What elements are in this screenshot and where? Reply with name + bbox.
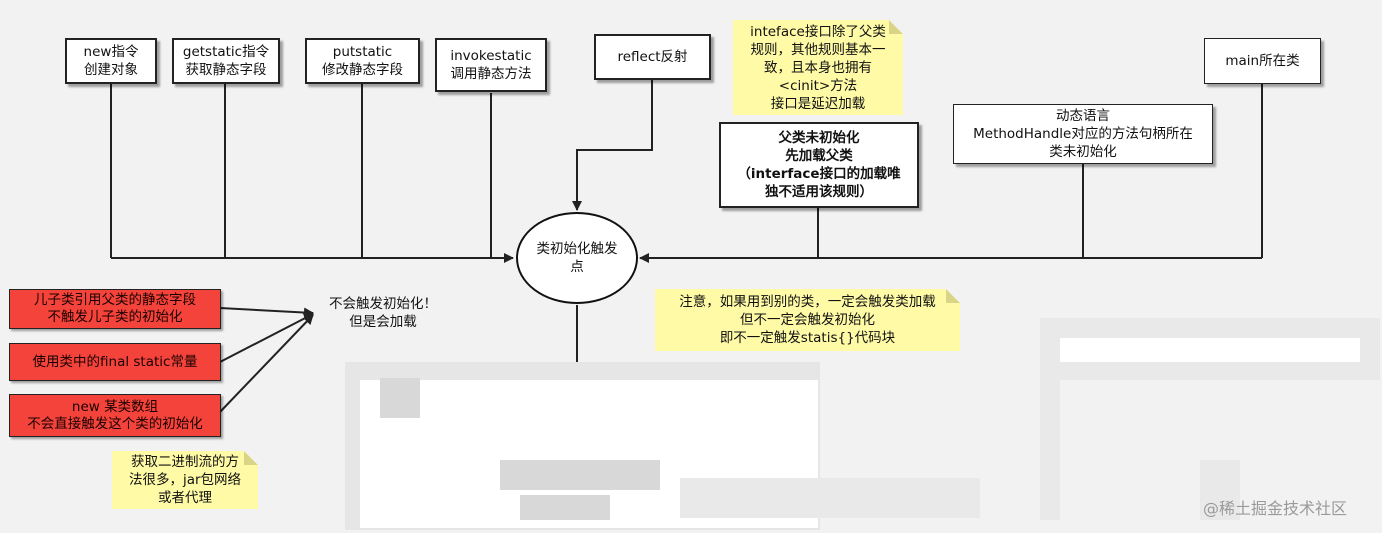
no-init-case-array: new 某类数组 不会直接触发这个类的初始化	[9, 394, 221, 437]
putstatic-node: putstatic 修改静态字段	[305, 38, 420, 84]
new-instruction-node: new指令 创建对象	[65, 38, 157, 84]
invokestatic-node: invokestatic 调用静态方法	[435, 38, 547, 92]
reflect-node: reflect反射	[594, 34, 711, 80]
interface-note: inteface接口除了父类 规则，其他规则基本一 致，且本身也拥有 <cini…	[733, 20, 903, 115]
parent-class-node: 父类未初始化 先加载父类 （interface接口的加载唯 独不适用该规则）	[719, 122, 919, 208]
method-handle-node: 动态语言 MethodHandle对应的方法句柄所在 类未初始化	[953, 104, 1213, 164]
main-class-node: main所在类	[1204, 38, 1321, 84]
class-init-trigger-node: 类初始化触发 点	[516, 212, 638, 304]
binary-stream-note: 获取二进制流的方 法很多，jar包网络 或者代理	[112, 451, 258, 509]
getstatic-node: getstatic指令 获取静态字段	[172, 38, 280, 84]
attention-note: 注意，如果用到别的类，一定会触发类加载 但不一定会触发初始化 即不一定触发sta…	[655, 289, 960, 351]
no-init-case-subclass: 儿子类引用父类的静态字段 不触发儿子类的初始化	[9, 289, 221, 329]
no-init-label: 不会触发初始化！ 但是会加载	[329, 296, 437, 330]
watermark: @稀土掘金技术社区	[1203, 499, 1348, 518]
no-init-case-final-static: 使用类中的final static常量	[9, 343, 221, 381]
